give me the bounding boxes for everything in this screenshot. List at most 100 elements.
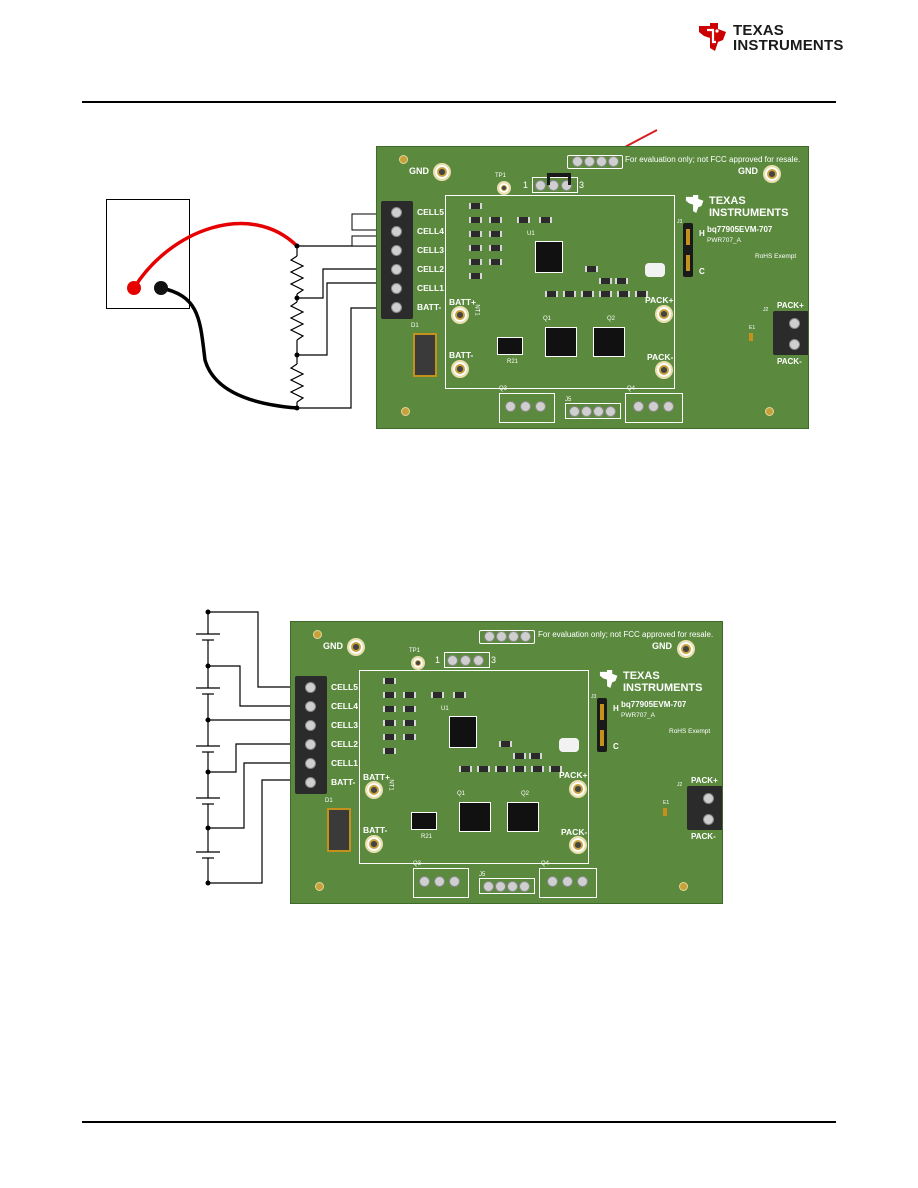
batt-plus-testpoint	[451, 306, 469, 324]
ti-board-icon	[685, 194, 704, 214]
e1-pad-2	[663, 808, 667, 816]
j5-header-2	[479, 878, 535, 894]
cell-terminal-block	[381, 201, 413, 319]
thermistor	[645, 263, 665, 277]
e1-label: E1	[749, 325, 756, 331]
terminal-cell4: CELL4	[417, 226, 444, 236]
terminal-cell2: CELL2	[417, 264, 444, 274]
q1-label: Q1	[543, 316, 552, 322]
j4-jumper-shunt	[547, 173, 571, 177]
q1-mosfet-2	[459, 802, 491, 832]
pack-minus-testpoint-2	[569, 836, 587, 854]
r21-shunt	[497, 337, 523, 355]
board-brand-2: INSTRUMENTS	[709, 207, 789, 219]
jumper-h-label: H	[699, 229, 705, 238]
j4-pin3-label: 3	[579, 180, 585, 190]
figure-top: For evaluation only; not FCC approved fo…	[0, 0, 918, 440]
fcc-notice: For evaluation only; not FCC approved fo…	[625, 155, 801, 164]
inner-module-outline	[445, 195, 675, 389]
terminal-cell2-2: CELL2	[331, 739, 358, 749]
board-model-2: bq77905EVM-707	[621, 700, 687, 709]
nt1-label: NT1	[473, 304, 480, 316]
batt-minus-label: BATT-	[449, 350, 474, 360]
pack-minus-conn-label-2: PACK-	[691, 832, 716, 841]
j3-header-2	[597, 698, 607, 752]
pack-plus-testpoint-2	[569, 780, 587, 798]
terminal-cell5-2: CELL5	[331, 682, 358, 692]
pack-plus-conn-label-2: PACK+	[691, 776, 718, 785]
batt-plus-testpoint-2	[365, 781, 383, 799]
evm-board-top: For evaluation only; not FCC approved fo…	[376, 146, 809, 429]
r21-shunt-2	[411, 812, 437, 830]
q3-footprint	[499, 393, 555, 423]
terminal-cell1-2: CELL1	[331, 758, 358, 768]
pack-minus-testpoint	[655, 361, 673, 379]
fcc-notice-2: For evaluation only; not FCC approved fo…	[538, 630, 714, 639]
batt-minus-testpoint	[451, 360, 469, 378]
black-probe-jack	[154, 281, 168, 295]
j2-label-2: J2	[677, 782, 683, 788]
j3-label-2: J3	[591, 694, 597, 700]
ti-state-icon	[699, 23, 726, 51]
pack-minus-label: PACK-	[647, 352, 674, 362]
u1-ic-2	[449, 716, 477, 748]
inner-module-outline-2	[359, 670, 589, 864]
d1-label: D1	[411, 323, 419, 329]
d1-diode-2	[327, 808, 351, 852]
pack-minus-conn-label: PACK-	[777, 357, 802, 366]
cell-terminal-block-2	[295, 676, 327, 794]
d1-diode	[413, 333, 437, 377]
r21-label: R21	[507, 359, 519, 365]
u1-ic	[535, 241, 563, 273]
tp1-label: TP1	[495, 173, 507, 179]
q2-label-2: Q2	[521, 791, 530, 797]
gnd-testpoint-right	[763, 165, 781, 183]
gnd-label-left-2: GND	[323, 641, 343, 651]
q4-label-2: Q4	[541, 861, 550, 867]
q4-footprint-2	[539, 868, 597, 898]
gnd-label-left: GND	[409, 166, 429, 176]
j5-label-2: J5	[479, 872, 486, 878]
batt-plus-label-2: BATT+	[363, 772, 390, 782]
gnd-testpoint-left-2	[347, 638, 365, 656]
terminal-batt-minus-2: BATT-	[331, 777, 356, 787]
terminal-batt-minus: BATT-	[417, 302, 442, 312]
u1-label-2: U1	[441, 706, 449, 712]
pack-minus-label-2: PACK-	[561, 827, 588, 837]
tp1-testpoint	[497, 181, 511, 195]
board-brand-1: TEXAS	[709, 195, 746, 207]
j4-pin1-label: 1	[523, 180, 529, 190]
terminal-cell4-2: CELL4	[331, 701, 358, 711]
red-probe-jack	[127, 281, 141, 295]
board-rohs-2: RoHS Exempt	[669, 728, 711, 735]
gnd-testpoint-right-2	[677, 640, 695, 658]
e1-pad	[749, 333, 753, 341]
q4-label: Q4	[627, 386, 636, 392]
j2-label: J2	[763, 307, 769, 313]
terminal-cell5: CELL5	[417, 207, 444, 217]
batt-minus-label-2: BATT-	[363, 825, 388, 835]
evm-board-bottom: For evaluation only; not FCC approved fo…	[290, 621, 723, 904]
jumper-c-label: C	[699, 267, 705, 276]
r21-label-2: R21	[421, 834, 433, 840]
ti-header-text-2: INSTRUMENTS	[733, 37, 844, 54]
j3-label: J3	[677, 219, 683, 225]
q2-mosfet	[593, 327, 625, 357]
board-pwr: PWR707_A	[707, 237, 741, 244]
q3-label: Q3	[499, 386, 508, 392]
q2-label: Q2	[607, 316, 616, 322]
j4-pin1-label-2: 1	[435, 655, 441, 665]
gnd-label-right: GND	[738, 166, 758, 176]
board-pwr-2: PWR707_A	[621, 712, 655, 719]
d1-label-2: D1	[325, 798, 333, 804]
gnd-testpoint-left	[433, 163, 451, 181]
tp1-label-2: TP1	[409, 648, 421, 654]
q1-mosfet	[545, 327, 577, 357]
tp1-testpoint-2	[411, 656, 425, 670]
pack-plus-conn-label: PACK+	[777, 301, 804, 310]
board-rohs: RoHS Exempt	[755, 253, 797, 260]
nt1-label-2: NT1	[387, 779, 394, 791]
j4-header	[532, 177, 578, 193]
power-supply-box	[106, 199, 190, 309]
q1-label-2: Q1	[457, 791, 466, 797]
